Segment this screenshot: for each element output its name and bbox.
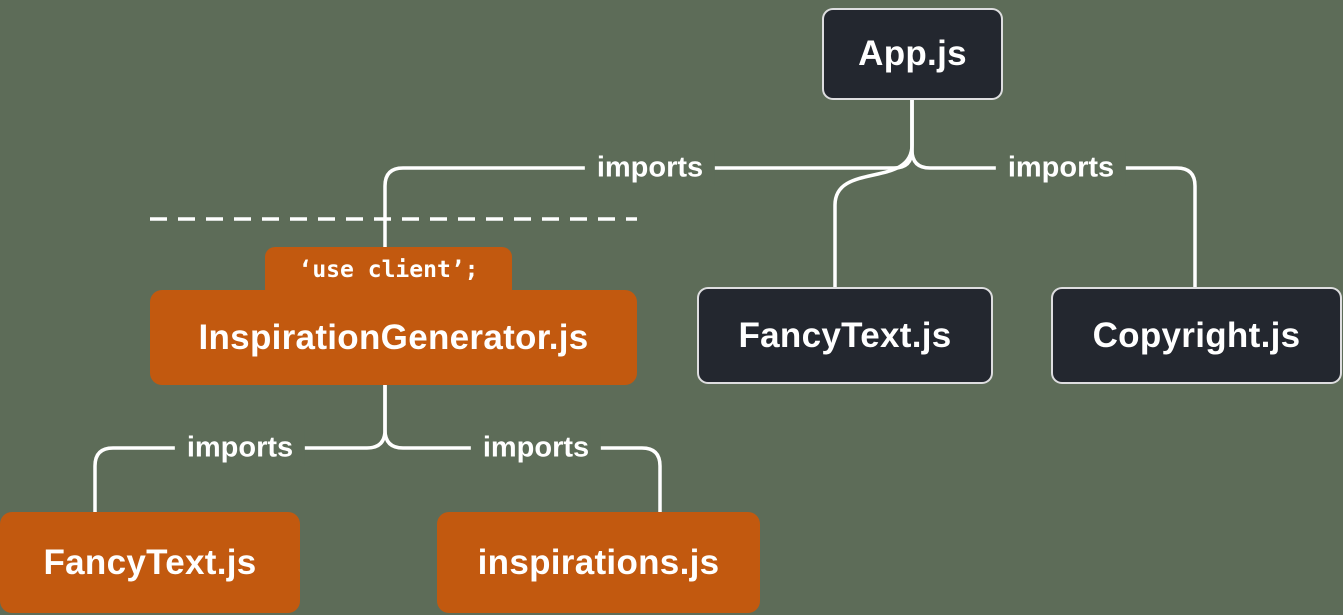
node-fancytext-js-server: FancyText.js — [697, 287, 993, 384]
node-app-js-label: App.js — [858, 34, 967, 73]
node-fancytext-client-label: FancyText.js — [43, 542, 257, 582]
edge-label-imports-inspirationgenerator: imports — [584, 149, 716, 187]
edge-label-imports-fancytext-client: imports — [174, 429, 306, 467]
edge-app-to-copyright — [910, 98, 1197, 291]
node-inspirations-label: inspirations.js — [477, 542, 720, 582]
node-inspiration-generator-label: InspirationGenerator.js — [198, 317, 589, 357]
node-copyright-js: Copyright.js — [1051, 287, 1342, 384]
edge-label-imports-inspirations: imports — [470, 429, 602, 467]
node-inspirations-js: inspirations.js — [437, 512, 760, 613]
use-client-badge-label: ‘use client’; — [298, 256, 479, 283]
edge-app-to-fancytext-server — [833, 98, 914, 291]
node-copyright-label: Copyright.js — [1092, 315, 1301, 355]
node-fancytext-server-label: FancyText.js — [738, 315, 952, 355]
node-inspiration-generator-js: InspirationGenerator.js — [150, 290, 637, 385]
node-app-js: App.js — [822, 8, 1003, 100]
node-fancytext-js-client: FancyText.js — [0, 512, 300, 613]
edge-label-imports-copyright: imports — [995, 149, 1127, 187]
use-client-badge: ‘use client’; — [265, 247, 512, 292]
